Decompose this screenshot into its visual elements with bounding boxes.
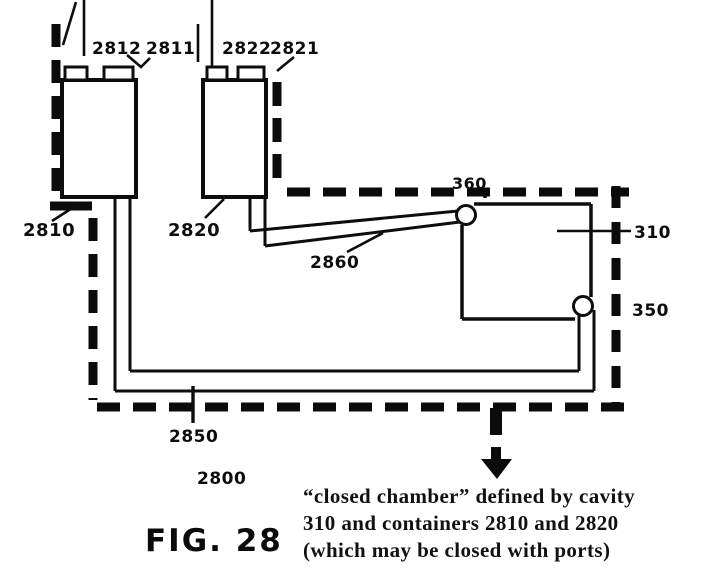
leader-lines bbox=[51, 0, 631, 423]
leader-2820 bbox=[204, 198, 225, 219]
caption-line-2: 310 and containers 2810 and 2820 bbox=[303, 511, 619, 535]
tube-2850 bbox=[113, 197, 596, 393]
caption-text: “closed chamber” defined by cavity 310 a… bbox=[303, 484, 635, 562]
leader-2860 bbox=[346, 231, 384, 254]
tube-2860 bbox=[248, 197, 461, 248]
port-350-circle bbox=[572, 295, 594, 317]
arrow-stem-upper bbox=[490, 408, 502, 435]
label-tube-2850: 2850 bbox=[169, 427, 218, 447]
label-cavity-310: 310 bbox=[634, 223, 671, 243]
caption-arrow-down-icon bbox=[481, 408, 512, 479]
label-assembly-2800: 2800 bbox=[197, 469, 246, 489]
leader-hook-2812-2811 bbox=[126, 54, 151, 69]
container-2820-port-2822 bbox=[205, 65, 229, 82]
arrow-stem-lower bbox=[491, 447, 501, 462]
container-2810-body bbox=[60, 78, 138, 199]
label-port-2822: 2822 bbox=[222, 39, 271, 59]
tube-2860-diag-upper bbox=[249, 209, 459, 233]
container-2820-body bbox=[201, 78, 268, 199]
label-container-2810: 2810 bbox=[23, 220, 75, 241]
container-2810-port-2811 bbox=[102, 65, 135, 82]
container-2810-port-2812 bbox=[63, 65, 89, 82]
arrow-head bbox=[481, 459, 512, 479]
caption-line-1: “closed chamber” defined by cavity bbox=[303, 484, 635, 508]
label-port-350: 350 bbox=[632, 301, 669, 321]
label-port-2811: 2811 bbox=[146, 39, 195, 59]
port-360-circle bbox=[455, 204, 477, 226]
cavity-310-outline bbox=[460, 202, 593, 321]
label-port-2821: 2821 bbox=[270, 39, 319, 59]
label-port-2812: 2812 bbox=[92, 39, 141, 59]
container-2810 bbox=[60, 65, 138, 199]
caption-line-3: (which may be closed with ports) bbox=[303, 538, 610, 562]
leader-hook-2822-2821 bbox=[276, 55, 295, 73]
label-port-360: 360 bbox=[452, 174, 487, 193]
label-tube-2860: 2860 bbox=[310, 253, 359, 273]
chamber-dashed-border bbox=[50, 24, 630, 412]
container-2820-port-2821 bbox=[236, 65, 266, 82]
leader-2810 bbox=[51, 201, 81, 223]
tube-2860-diag-lower bbox=[264, 220, 461, 248]
label-container-2820: 2820 bbox=[168, 220, 220, 241]
leader-top-1 bbox=[61, 1, 78, 46]
figure-title: FIG. 28 bbox=[145, 523, 283, 559]
container-2820 bbox=[201, 65, 268, 199]
